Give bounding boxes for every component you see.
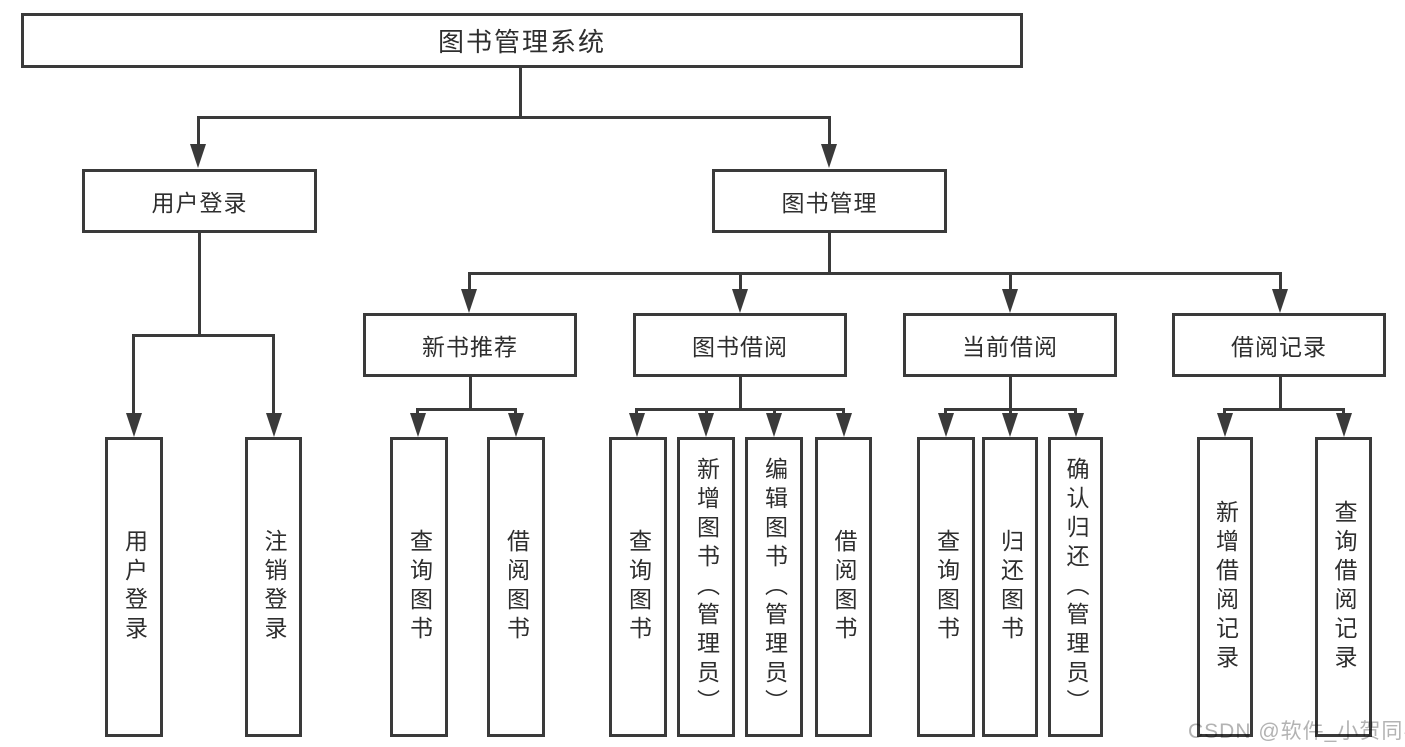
connector-borrowrecord-stem-1	[1223, 408, 1226, 416]
arrowhead-to-bookborrow-borrow	[836, 413, 852, 437]
arrowhead-to-currentborrow-return	[1002, 413, 1018, 437]
arrowhead-to-current-borrow	[1002, 289, 1018, 313]
arrowhead-to-leaf-logout	[266, 413, 282, 437]
connector-newbook-stem-2	[514, 408, 517, 416]
connector-currentborrow-stem-2	[1009, 408, 1012, 416]
leaf-record-add-borrow-record: 新增借阅记录	[1197, 437, 1253, 737]
leaf-user-login: 用户登录	[105, 437, 163, 737]
connector-newbook-stem-1	[416, 408, 419, 416]
connector-newbook-vline	[469, 375, 472, 411]
leaf-newbook-query-book: 查询图书	[390, 437, 448, 737]
arrowhead-to-bookborrow-edit	[766, 413, 782, 437]
arrowhead-to-record-query	[1336, 413, 1352, 437]
arrowhead-to-currentborrow-confirm	[1068, 413, 1084, 437]
connector-currentborrow-stem-1	[944, 408, 947, 416]
node-new-book-recommend: 新书推荐	[363, 313, 577, 377]
connector-bookborrow-vline	[739, 375, 742, 411]
leaf-newbook-borrow-book: 借阅图书	[487, 437, 545, 737]
connector-borrowrecord-rail	[1223, 408, 1345, 411]
connector-bookborrow-stem-3	[773, 408, 776, 416]
arrowhead-to-book-management	[821, 144, 837, 168]
node-root-library-system: 图书管理系统	[21, 13, 1023, 68]
connector-bookborrow-stem-1	[635, 408, 638, 416]
csdn-watermark: CSDN @软件_小贺同学	[1188, 720, 1405, 743]
leaf-current-query-book: 查询图书	[917, 437, 975, 737]
arrowhead-to-borrow-record	[1272, 289, 1288, 313]
arrowhead-to-newbook-query	[410, 413, 426, 437]
connector-bookmgmt-stem-2	[739, 272, 742, 292]
connector-userlogin-vline	[198, 230, 201, 337]
connector-bookmgmt-vline	[828, 232, 831, 275]
arrowhead-to-newbook-borrow	[508, 413, 524, 437]
connector-userlogin-stem-1	[132, 334, 135, 416]
connector-userlogin-stem-2	[272, 334, 275, 416]
arrowhead-to-book-borrow	[732, 289, 748, 313]
node-current-borrow: 当前借阅	[903, 313, 1117, 377]
arrowhead-to-bookborrow-query	[629, 413, 645, 437]
leaf-logout: 注销登录	[245, 437, 302, 737]
connector-bookborrow-stem-4	[842, 408, 845, 416]
leaf-current-return-book: 归还图书	[982, 437, 1038, 737]
connector-root-stem-right	[828, 116, 831, 146]
connector-root-vline	[519, 66, 522, 119]
connector-bookmgmt-stem-4	[1279, 272, 1282, 292]
node-borrow-record: 借阅记录	[1172, 313, 1386, 377]
connector-userlogin-rail	[132, 334, 275, 337]
connector-bookmgmt-stem-3	[1009, 272, 1012, 292]
leaf-borrow-borrow-book: 借阅图书	[815, 437, 872, 737]
leaf-borrow-add-book-admin: 新增图书（管理员）	[677, 437, 735, 737]
leaf-borrow-query-book: 查询图书	[609, 437, 667, 737]
arrowhead-to-user-login	[190, 144, 206, 168]
connector-bookborrow-stem-2	[705, 408, 708, 416]
arrowhead-to-record-add	[1217, 413, 1233, 437]
connector-root-rail	[197, 116, 831, 119]
connector-borrowrecord-stem-2	[1342, 408, 1345, 416]
leaf-borrow-edit-book-admin: 编辑图书（管理员）	[745, 437, 803, 737]
connector-bookborrow-rail	[635, 408, 845, 411]
connector-bookmgmt-rail	[468, 272, 1282, 275]
arrowhead-to-bookborrow-add	[698, 413, 714, 437]
arrowhead-to-new-book-recommend	[461, 289, 477, 313]
connector-root-stem-left	[197, 116, 200, 146]
arrowhead-to-leaf-user-login	[126, 413, 142, 437]
arrowhead-to-currentborrow-query	[938, 413, 954, 437]
connector-borrowrecord-vline	[1279, 375, 1282, 411]
leaf-record-query-borrow-record: 查询借阅记录	[1315, 437, 1372, 737]
node-user-login: 用户登录	[82, 169, 317, 233]
node-book-management: 图书管理	[712, 169, 947, 233]
node-book-borrow: 图书借阅	[633, 313, 847, 377]
connector-currentborrow-vline	[1009, 375, 1012, 411]
connector-newbook-rail	[416, 408, 517, 411]
leaf-current-confirm-return-admin: 确认归还（管理员）	[1048, 437, 1103, 737]
connector-currentborrow-stem-3	[1074, 408, 1077, 416]
connector-bookmgmt-stem-1	[468, 272, 471, 292]
